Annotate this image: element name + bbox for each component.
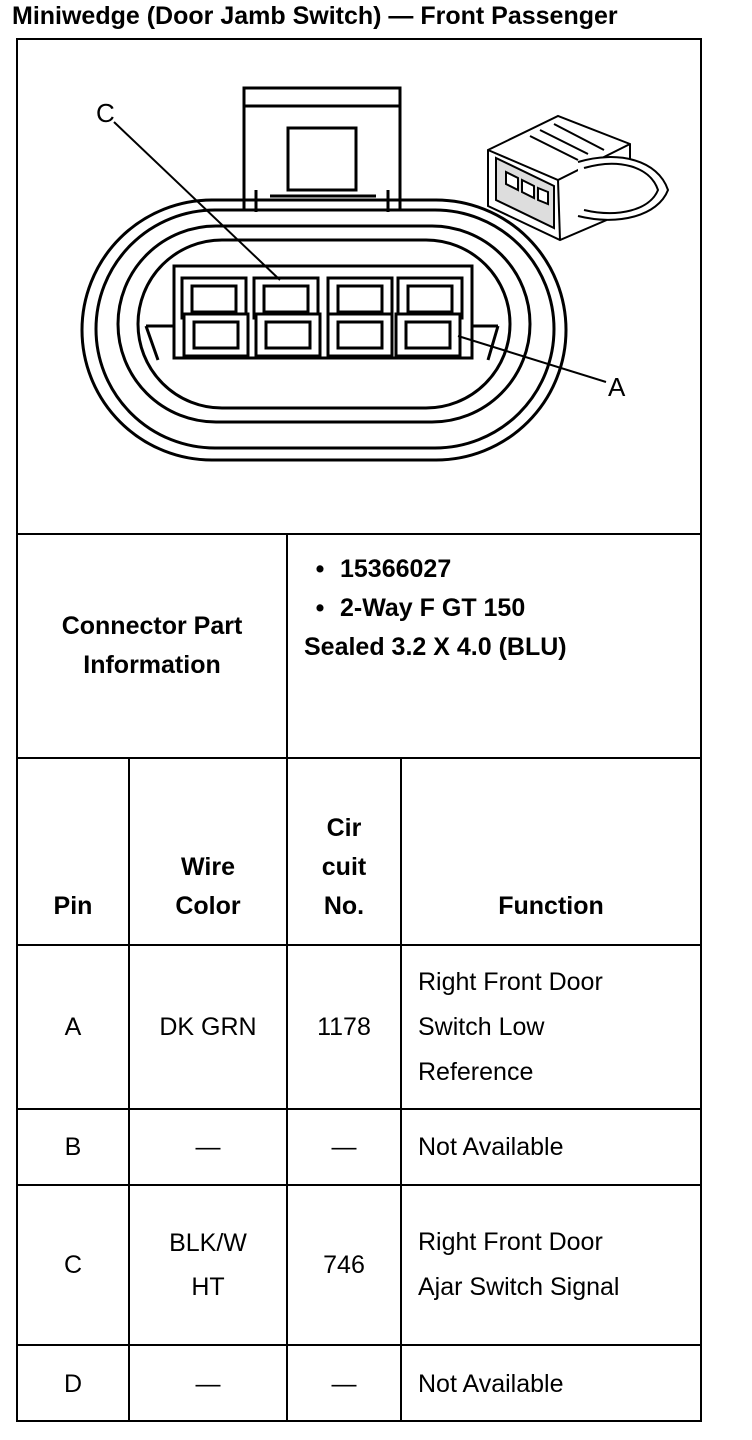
wire-color-line: HT [191, 1273, 225, 1301]
part-info-label-line1: Connector Part [61, 612, 243, 640]
bullet: • [315, 594, 325, 622]
page-title: Miniwedge (Door Jamb Switch) — Front Pas… [12, 2, 618, 30]
leader-lines [113, 121, 607, 383]
connector-housing [80, 198, 568, 462]
cell-pin: A [64, 1012, 82, 1041]
function-line: Switch Low [418, 1012, 545, 1041]
connector-thumbnail [487, 114, 670, 242]
cell-wire-color: DK GRN [159, 1012, 257, 1041]
divider [400, 758, 402, 1422]
cell-circuit: 1178 [317, 1012, 371, 1041]
cell-function: Not Available [402, 1110, 700, 1184]
cell-wire-color: — [195, 1369, 221, 1398]
part-number: 15366027 [340, 555, 452, 583]
function-line: Reference [418, 1057, 534, 1086]
header-circuit-no: Cir cuit No. [288, 759, 400, 944]
header-pin: Pin [18, 759, 128, 944]
connector-latch [242, 86, 402, 212]
part-info-details: • 15366027 • 2-Way F GT 150 Sealed 3.2 X… [300, 550, 700, 667]
header-function-label: Function [498, 892, 604, 920]
divider [128, 758, 130, 1422]
part-info-label: Connector Part Information [18, 535, 286, 757]
bullet: • [315, 555, 325, 583]
pin-label-a: A [608, 372, 626, 402]
divider [16, 1184, 702, 1186]
connector-frame [16, 38, 702, 1422]
cell-circuit: — [331, 1132, 357, 1161]
cell-circuit: 746 [323, 1250, 365, 1279]
function-line: Not Available [418, 1132, 564, 1161]
part-description-line2: Sealed 3.2 X 4.0 (BLU) [304, 633, 567, 661]
cell-pin: C [63, 1250, 83, 1279]
function-line: Not Available [418, 1369, 564, 1398]
cell-circuit: — [331, 1369, 357, 1398]
part-info-label-line2: Information [83, 651, 221, 679]
header-wire-line1: Wire [181, 853, 235, 881]
wire-color-line: BLK/W [169, 1229, 247, 1257]
function-line: Ajar Switch Signal [418, 1273, 620, 1301]
header-circuit-line1: Cir [326, 814, 362, 842]
header-wire-line2: Color [175, 892, 241, 920]
terminal-cavities [180, 276, 464, 358]
header-circuit-line2: cuit [321, 853, 367, 881]
header-pin-label: Pin [53, 892, 93, 920]
pin-label-c: C [96, 98, 115, 128]
header-function: Function [402, 759, 700, 944]
divider [286, 758, 288, 1422]
connector-diagram: C A [80, 86, 670, 462]
function-line: Right Front Door [418, 1228, 603, 1256]
cell-wire-color: BLK/W HT [130, 1186, 286, 1344]
divider [16, 1344, 702, 1346]
divider [16, 757, 702, 759]
divider [16, 533, 702, 535]
cell-function: Right Front Door Switch Low Reference [402, 946, 700, 1108]
cell-wire-color: — [195, 1132, 221, 1161]
cell-function: Right Front Door Ajar Switch Signal [402, 1186, 700, 1344]
cell-function: Not Available [402, 1346, 700, 1422]
cell-pin: D [63, 1369, 83, 1398]
divider [286, 533, 288, 758]
header-circuit-line3: No. [323, 892, 365, 920]
header-wire-color: Wire Color [130, 759, 286, 944]
part-description-line1: 2-Way F GT 150 [340, 594, 526, 622]
divider [16, 1108, 702, 1110]
cell-pin: B [64, 1132, 82, 1161]
divider [16, 944, 702, 946]
function-line: Right Front Door [418, 967, 603, 996]
